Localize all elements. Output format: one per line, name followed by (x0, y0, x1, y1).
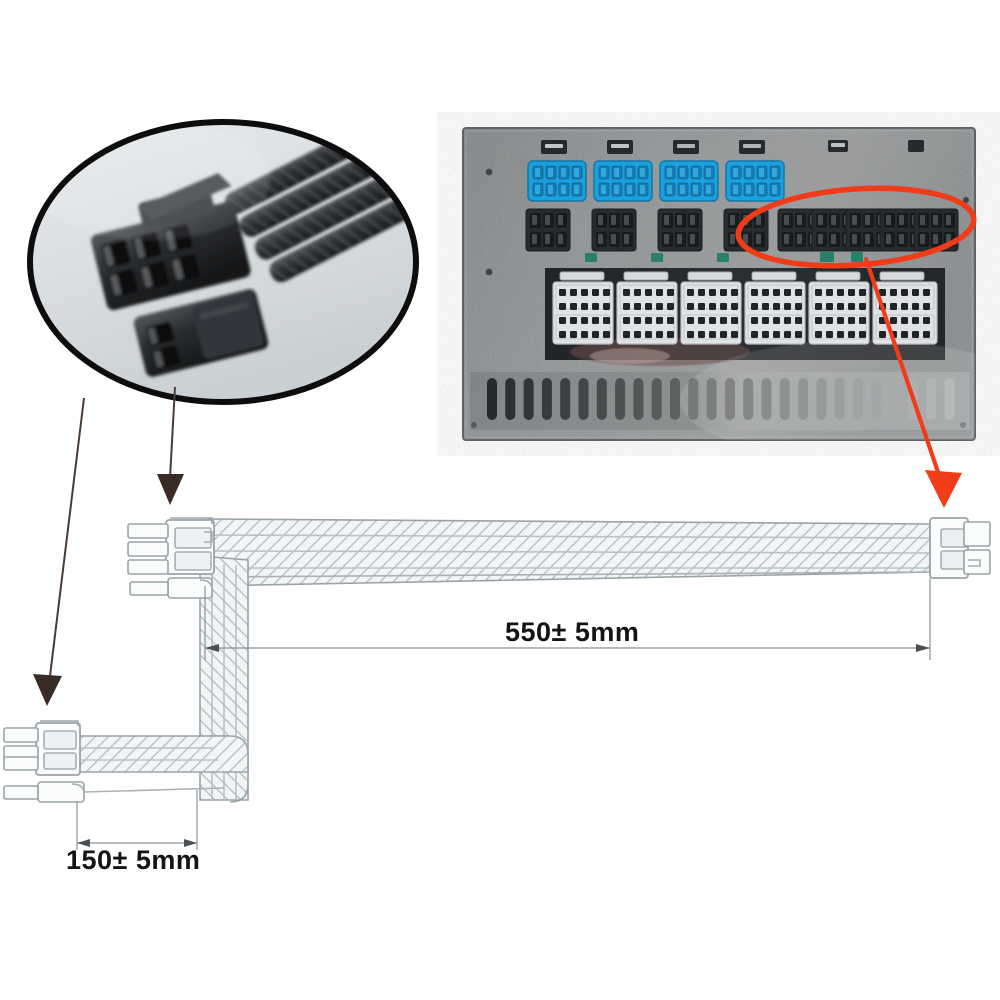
black-connector (657, 208, 703, 252)
vent-slot (523, 378, 534, 420)
inset-ellipse-border (27, 119, 419, 405)
six-pin-connector-body (91, 172, 251, 311)
braided-cable-bundle (224, 122, 416, 283)
vent-slot (889, 378, 900, 420)
vent-slot (853, 378, 863, 420)
vent-slot (633, 378, 644, 420)
white-connector (680, 281, 742, 345)
white-connector (808, 281, 870, 345)
vent-slot (651, 378, 662, 420)
vent-slot (798, 378, 809, 420)
vent-slot (907, 378, 918, 420)
main-run-lower-strand (207, 571, 931, 578)
psu-callout-to-cable-right-connector (863, 256, 962, 508)
vent-slot (505, 378, 516, 420)
vent-slot (670, 378, 680, 420)
vent-slot (834, 378, 845, 420)
vent-slot (615, 378, 626, 420)
vent-slot (724, 378, 735, 420)
vent-slot-area (470, 372, 970, 430)
photo-callout-to-main-connector (157, 386, 184, 505)
vent-slot (871, 378, 882, 420)
white-connector (552, 281, 614, 345)
black-connector (811, 208, 857, 252)
vent-slot (541, 378, 552, 420)
vent-slot (743, 378, 754, 420)
black-connector (777, 208, 823, 252)
vent-slot (688, 378, 699, 420)
cable-branch-left-connector-2pin (3, 781, 225, 803)
vent-slot (596, 378, 607, 420)
black-connector (913, 208, 959, 252)
vent-slot (926, 378, 937, 420)
branch-vertical-run (199, 555, 249, 803)
white-connector-panel (545, 268, 945, 366)
vent-slot (816, 378, 827, 420)
two-pin-connector-body (133, 289, 269, 377)
black-connector (591, 208, 637, 252)
black-connector (845, 208, 891, 252)
vent-slot (706, 378, 717, 420)
white-connector (872, 281, 938, 345)
black-connector (723, 208, 769, 252)
dimension-line-150 (76, 790, 198, 850)
blue-connector (659, 160, 719, 202)
screw-holes (471, 168, 969, 428)
psu-chassis (462, 127, 976, 441)
white-connector (616, 281, 678, 345)
vent-slot (560, 378, 571, 420)
white-connector (744, 281, 806, 345)
black-connector-row (525, 208, 959, 252)
vent-slot (578, 378, 589, 420)
vent-slot (487, 378, 497, 420)
dimension-label-550: 550± 5mm (505, 617, 640, 647)
blue-connector-row (527, 160, 785, 202)
cable-right-connector (929, 517, 991, 579)
blue-connector (593, 160, 653, 202)
cable-main-left-connector-2pin (129, 577, 213, 599)
photo-callout-to-branch-connector (33, 397, 85, 706)
black-connector (879, 208, 925, 252)
vent-slot (944, 378, 955, 420)
green-accent-marks (585, 252, 863, 262)
red-highlight-ellipse (735, 185, 977, 269)
dimension-label-150: 150± 5mm (66, 845, 201, 875)
main-sleeved-run (207, 518, 931, 587)
blue-connector (725, 160, 785, 202)
black-connector (525, 208, 571, 252)
blue-connector (527, 160, 587, 202)
vent-slot (779, 378, 790, 420)
connector-trim-tabs (541, 140, 924, 154)
cable-branch-left-connector (3, 720, 81, 776)
branch-sleeved-run (71, 735, 249, 773)
cable-main-left-connector (127, 517, 215, 575)
vent-slot (761, 378, 772, 420)
